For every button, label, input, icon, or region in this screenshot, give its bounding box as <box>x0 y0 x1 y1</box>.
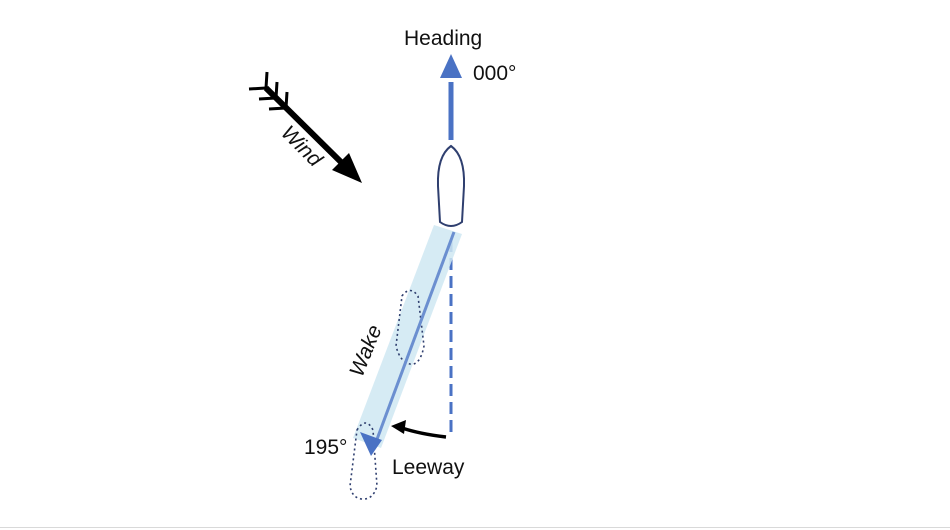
wake-arrowhead <box>360 432 382 456</box>
leeway-label: Leeway <box>392 456 465 479</box>
up-arrow-icon <box>440 54 462 78</box>
boat-ghost-mid <box>395 289 425 365</box>
boat-hull-icon <box>436 144 466 227</box>
heading-bearing-label: 000° <box>473 62 516 85</box>
bottom-divider <box>0 527 950 528</box>
curved-arrow-icon <box>391 420 447 439</box>
wind-arrow-icon <box>248 71 362 183</box>
wake-bearing-label: 195° <box>304 436 347 459</box>
wind-label: Wind <box>276 121 327 172</box>
heading-arrow <box>440 54 462 140</box>
heading-label: Heading <box>404 27 482 50</box>
wake-direction-line <box>371 231 456 451</box>
boat-ghost-stern <box>349 422 378 500</box>
